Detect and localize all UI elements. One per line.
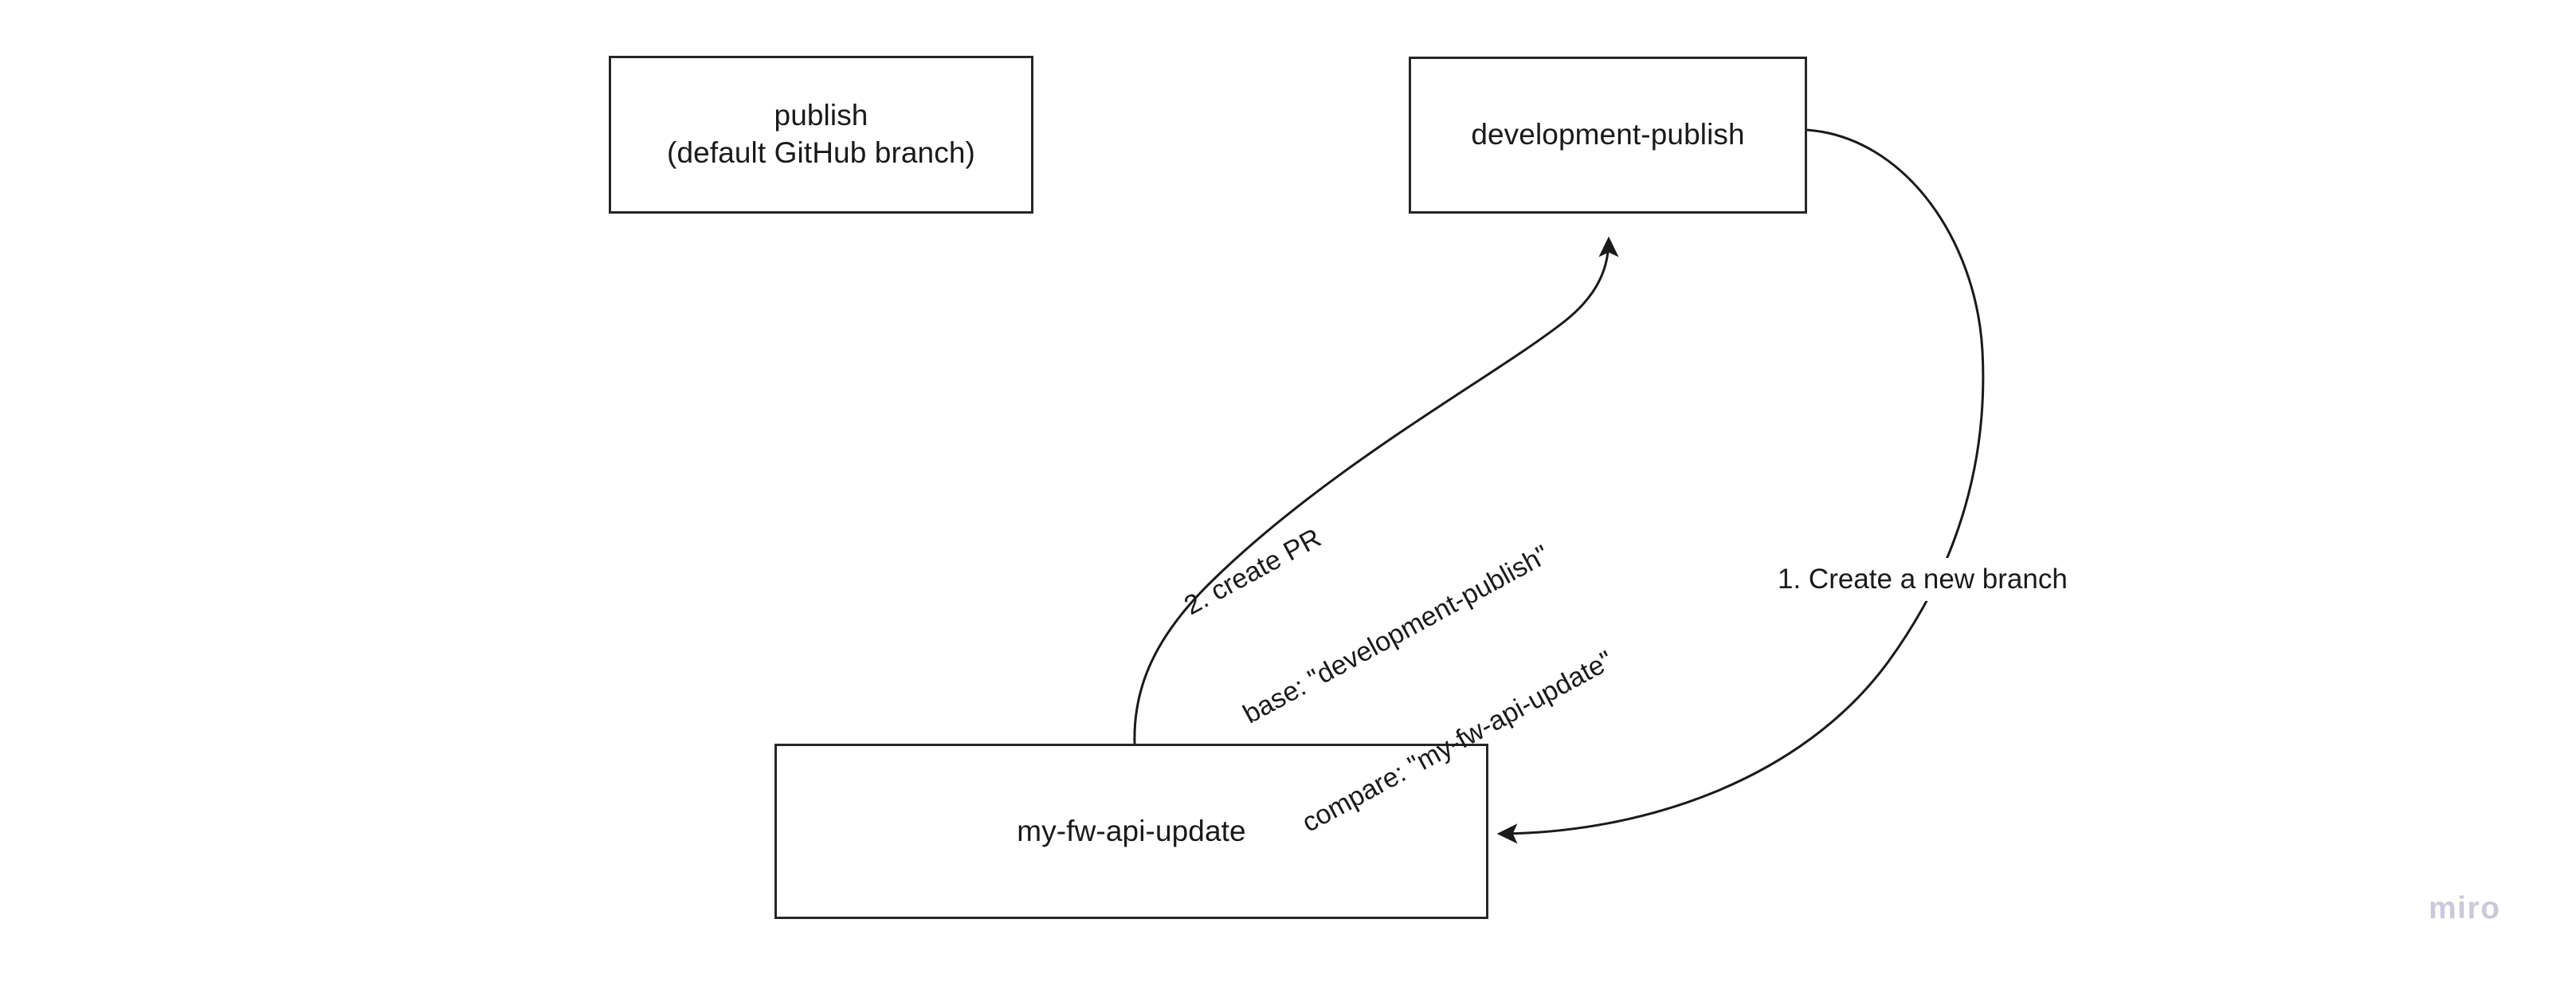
edge-create-pr-path	[1133, 236, 1619, 744]
edge-label-create-branch[interactable]: 1. Create a new branch	[1771, 558, 2074, 601]
node-publish-label: publish (default GitHub branch)	[667, 99, 975, 169]
edge-create-branch-path	[1496, 128, 1985, 844]
node-my-fw-api-update[interactable]: my-fw-api-update	[774, 744, 1488, 919]
node-development-publish-label: development-publish	[1471, 118, 1745, 151]
node-development-publish[interactable]: development-publish	[1409, 57, 1807, 214]
miro-watermark: miro	[2429, 891, 2501, 925]
node-publish[interactable]: publish (default GitHub branch)	[609, 56, 1033, 214]
node-my-fw-api-update-label: my-fw-api-update	[1017, 814, 1246, 847]
